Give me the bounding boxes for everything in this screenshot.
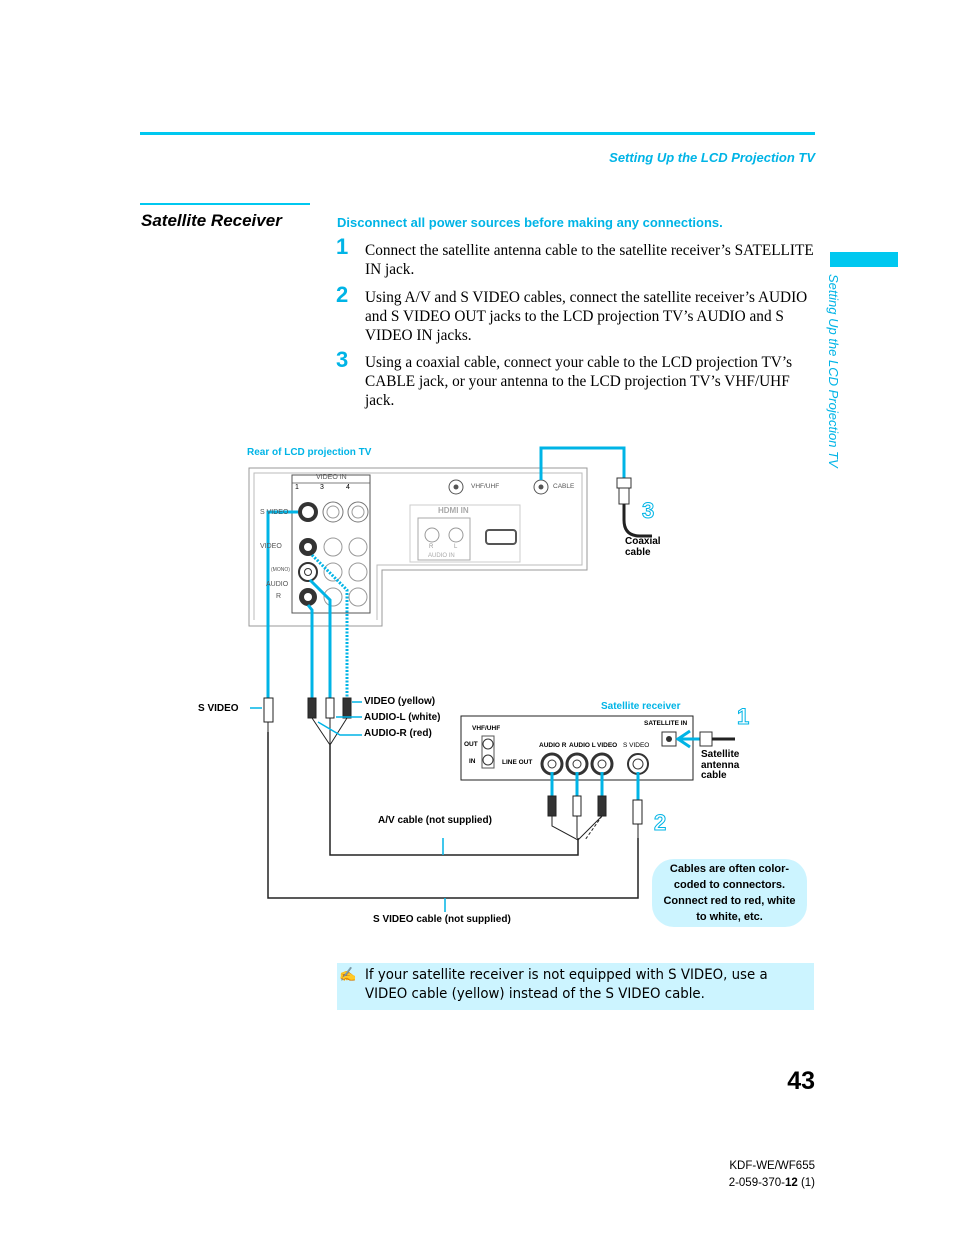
step-1-number: 1 (336, 234, 349, 259)
coaxial-cable-label: Coaxial cable (625, 536, 661, 558)
tv-jack-number-4: 4 (346, 484, 350, 491)
tv-r-label: R (276, 593, 282, 600)
av-cable-route (329, 745, 579, 856)
audio-r-red-label: AUDIO-R (red) (364, 728, 432, 739)
running-header: Setting Up the LCD Projection TV (609, 150, 815, 165)
av-cable-label: A/V cable (not supplied) (378, 815, 492, 826)
satellite-receiver-label: Satellite receiver (601, 701, 681, 712)
diagram-step-2-marker: 2 (653, 810, 667, 836)
step-2-text: Using A/V and S VIDEO cables, connect th… (365, 289, 808, 344)
color-code-tip-text: Cables are often color-coded to connecto… (663, 863, 796, 923)
tv-audio-in-l: L (454, 544, 458, 550)
tv-hdmi-in-label: HDMI IN (438, 506, 469, 515)
diagram-step-3-marker: 3 (641, 498, 655, 524)
step-1-text: Connect the satellite antenna cable to t… (365, 242, 814, 278)
step-2-number: 2 (336, 282, 349, 307)
section-title: Satellite Receiver (141, 211, 282, 230)
tv-cable-label: CABLE (553, 483, 575, 490)
tv-jack-number-3: 3 (320, 484, 324, 491)
section-rule (140, 203, 310, 205)
video-yellow-label: VIDEO (yellow) (364, 696, 436, 707)
receiver-s-video-jack (627, 753, 649, 775)
footer-code: 2-059-370-12 (1) (728, 1177, 815, 1189)
satellite-antenna-cable-label: Satellite antenna cable (701, 749, 740, 781)
tv-audio-in-r: R (429, 544, 434, 550)
white-audio-cable-tv (308, 578, 332, 700)
receiver-s-video-label: S VIDEO (623, 742, 650, 749)
step-3-number: 3 (336, 347, 349, 372)
tv-rca-jacks (298, 537, 368, 607)
diagram-step-1-marker: 1 (736, 704, 750, 730)
tv-audio-in-label: AUDIO IN (428, 553, 455, 559)
tv-jack-number-1: 1 (295, 484, 299, 491)
s-video-cable-label: S VIDEO cable (not supplied) (373, 914, 511, 925)
power-warning: Disconnect all power sources before maki… (337, 215, 723, 230)
audio-l-white-label: AUDIO-L (white) (364, 712, 441, 723)
tv-vhf-uhf-label: VHF/UHF (471, 483, 500, 490)
s-video-jacks (298, 501, 369, 523)
receiver-satellite-in-label: SATELLITE IN (644, 720, 688, 727)
tv-mono-label: (MONO) (271, 567, 290, 573)
receiver-in-label: IN (469, 758, 476, 765)
s-video-cable-tv-side (266, 510, 298, 700)
page-number: 43 (787, 1067, 815, 1095)
tv-video-in-label: VIDEO IN (316, 474, 347, 481)
color-code-tip: Cables are often color-coded to connecto… (652, 859, 807, 927)
receiver-line-out-label: LINE OUT (502, 759, 533, 766)
receiver-vhf-uhf-label: VHF/UHF (472, 725, 501, 732)
footer-model: KDF-WE/WF655 (729, 1160, 815, 1172)
receiver-audio-l-label: AUDIO L (569, 742, 596, 749)
pencil-note-icon: ✍ (339, 966, 357, 982)
tv-rear-label: Rear of LCD projection TV (247, 447, 372, 458)
receiver-video-label: VIDEO (597, 742, 618, 749)
note-box (337, 963, 814, 1010)
side-tab-marker (830, 252, 898, 267)
tv-audio-label: AUDIO (266, 581, 289, 588)
s-video-label: S VIDEO (198, 703, 239, 714)
side-tab-label: Setting Up the LCD Projection TV (826, 274, 841, 468)
red-audio-cable-tv (306, 604, 314, 700)
footer: KDF-WE/WF655 2-059-370-12 (1) (680, 1158, 815, 1192)
yellow-video-cable-tv (310, 553, 349, 700)
receiver-out-label: OUT (464, 741, 478, 748)
receiver-audio-r-label: AUDIO R (539, 742, 567, 749)
tv-side-plugs (263, 697, 352, 732)
step-3-text: Using a coaxial cable, connect your cabl… (365, 354, 793, 409)
header-rule (140, 132, 815, 135)
note-text: If your satellite receiver is not equipp… (365, 967, 768, 1002)
tv-video-label: VIDEO (260, 543, 282, 550)
tv-s-video-label: S VIDEO (260, 509, 289, 516)
coaxial-cable (539, 446, 626, 480)
s-video-cable-route (267, 732, 639, 899)
